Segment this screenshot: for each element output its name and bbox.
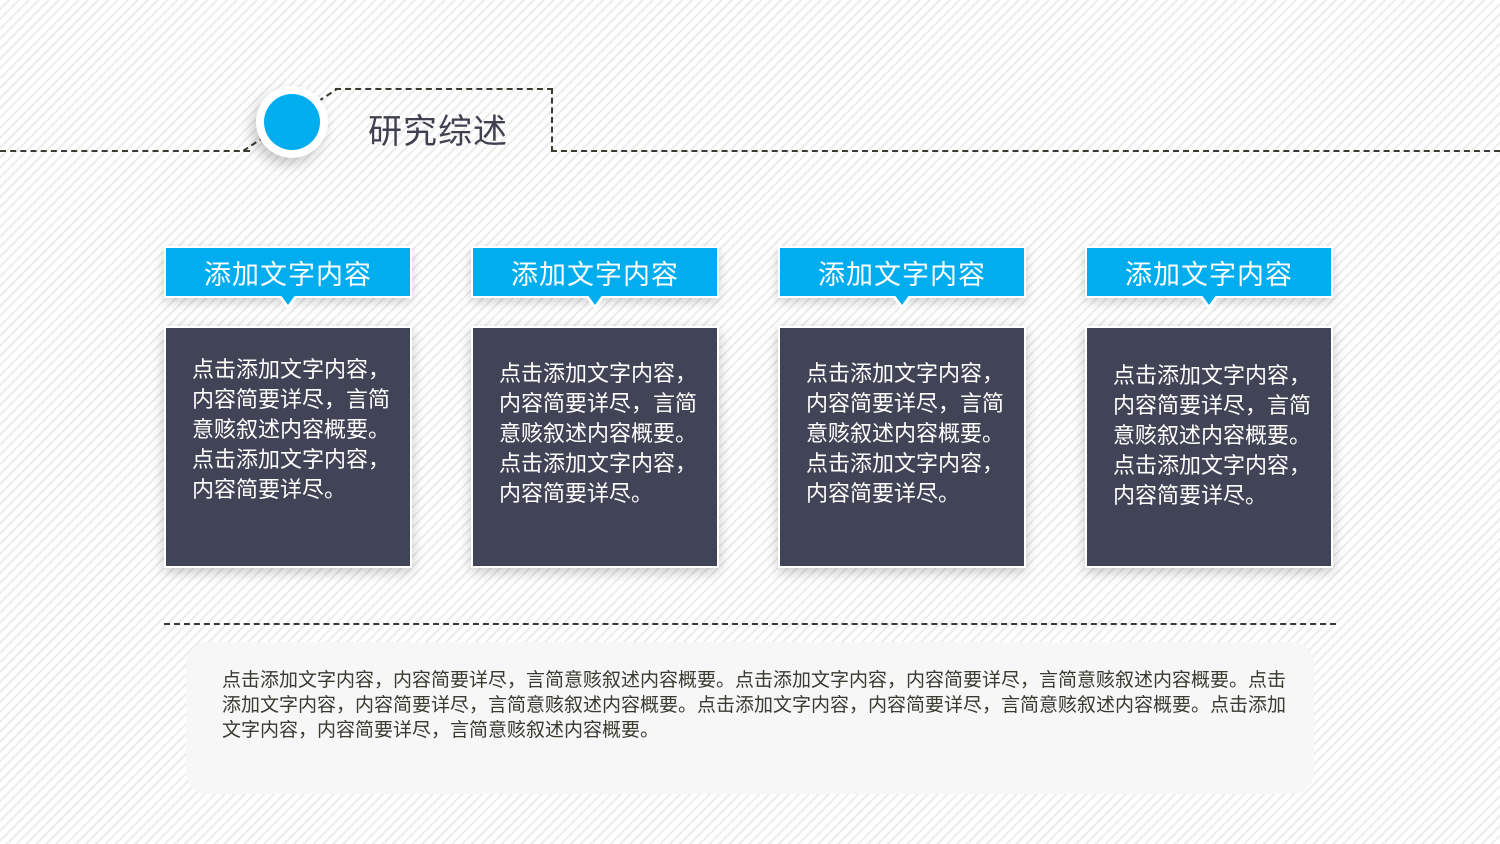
summary-text[interactable]: 点击添加文字内容，内容简要详尽，言简意赅叙述内容概要。点击添加文字内容，内容简要… [222, 669, 1287, 741]
pointer-arrow-fill [587, 294, 603, 305]
card-body: 点击添加文字内容，内容简要详尽，言简意赅叙述内容概要。点击添加文字内容，内容简要… [471, 326, 719, 568]
card-body: 点击添加文字内容，内容简要详尽，言简意赅叙述内容概要。点击添加文字内容，内容简要… [1085, 326, 1333, 568]
card-tab[interactable]: 添加文字内容 [164, 246, 412, 298]
card-2: 添加文字内容 点击添加文字内容，内容简要详尽，言简意赅叙述内容概要。点击添加文字… [471, 246, 719, 568]
circle-bullet-icon-fill [264, 94, 320, 150]
bottom-dashed-divider [164, 623, 1336, 625]
card-body: 点击添加文字内容，内容简要详尽，言简意赅叙述内容概要。点击添加文字内容，内容简要… [778, 326, 1026, 568]
card-body-text[interactable]: 点击添加文字内容，内容简要详尽，言简意赅叙述内容概要。点击添加文字内容，内容简要… [499, 362, 698, 507]
pointer-arrow-fill [894, 294, 910, 305]
card-body-text[interactable]: 点击添加文字内容，内容简要详尽，言简意赅叙述内容概要。点击添加文字内容，内容简要… [1113, 364, 1312, 509]
header-dashed-connector [243, 88, 338, 152]
card-3: 添加文字内容 点击添加文字内容，内容简要详尽，言简意赅叙述内容概要。点击添加文字… [778, 246, 1026, 568]
header-dashed-line-right [551, 150, 1500, 152]
card-body-text[interactable]: 点击添加文字内容，内容简要详尽，言简意赅叙述内容概要。点击添加文字内容，内容简要… [806, 362, 1005, 507]
card-1: 添加文字内容 点击添加文字内容，内容简要详尽，言简意赅叙述内容概要。点击添加文字… [164, 246, 412, 568]
card-tab[interactable]: 添加文字内容 [471, 246, 719, 298]
card-4: 添加文字内容 点击添加文字内容，内容简要详尽，言简意赅叙述内容概要。点击添加文字… [1085, 246, 1333, 568]
card-tab[interactable]: 添加文字内容 [1085, 246, 1333, 298]
header-dashed-frame [335, 88, 553, 152]
pointer-arrow-fill [1201, 294, 1217, 305]
header-dashed-line-left [0, 150, 250, 152]
page-title: 研究综述 [368, 112, 508, 152]
summary-box: 点击添加文字内容，内容简要详尽，言简意赅叙述内容概要。点击添加文字内容，内容简要… [186, 642, 1314, 794]
card-body-text[interactable]: 点击添加文字内容，内容简要详尽，言简意赅叙述内容概要。点击添加文字内容，内容简要… [192, 358, 391, 503]
card-tab[interactable]: 添加文字内容 [778, 246, 1026, 298]
pointer-arrow-fill [280, 294, 296, 305]
card-body: 点击添加文字内容，内容简要详尽，言简意赅叙述内容概要。点击添加文字内容，内容简要… [164, 326, 412, 568]
